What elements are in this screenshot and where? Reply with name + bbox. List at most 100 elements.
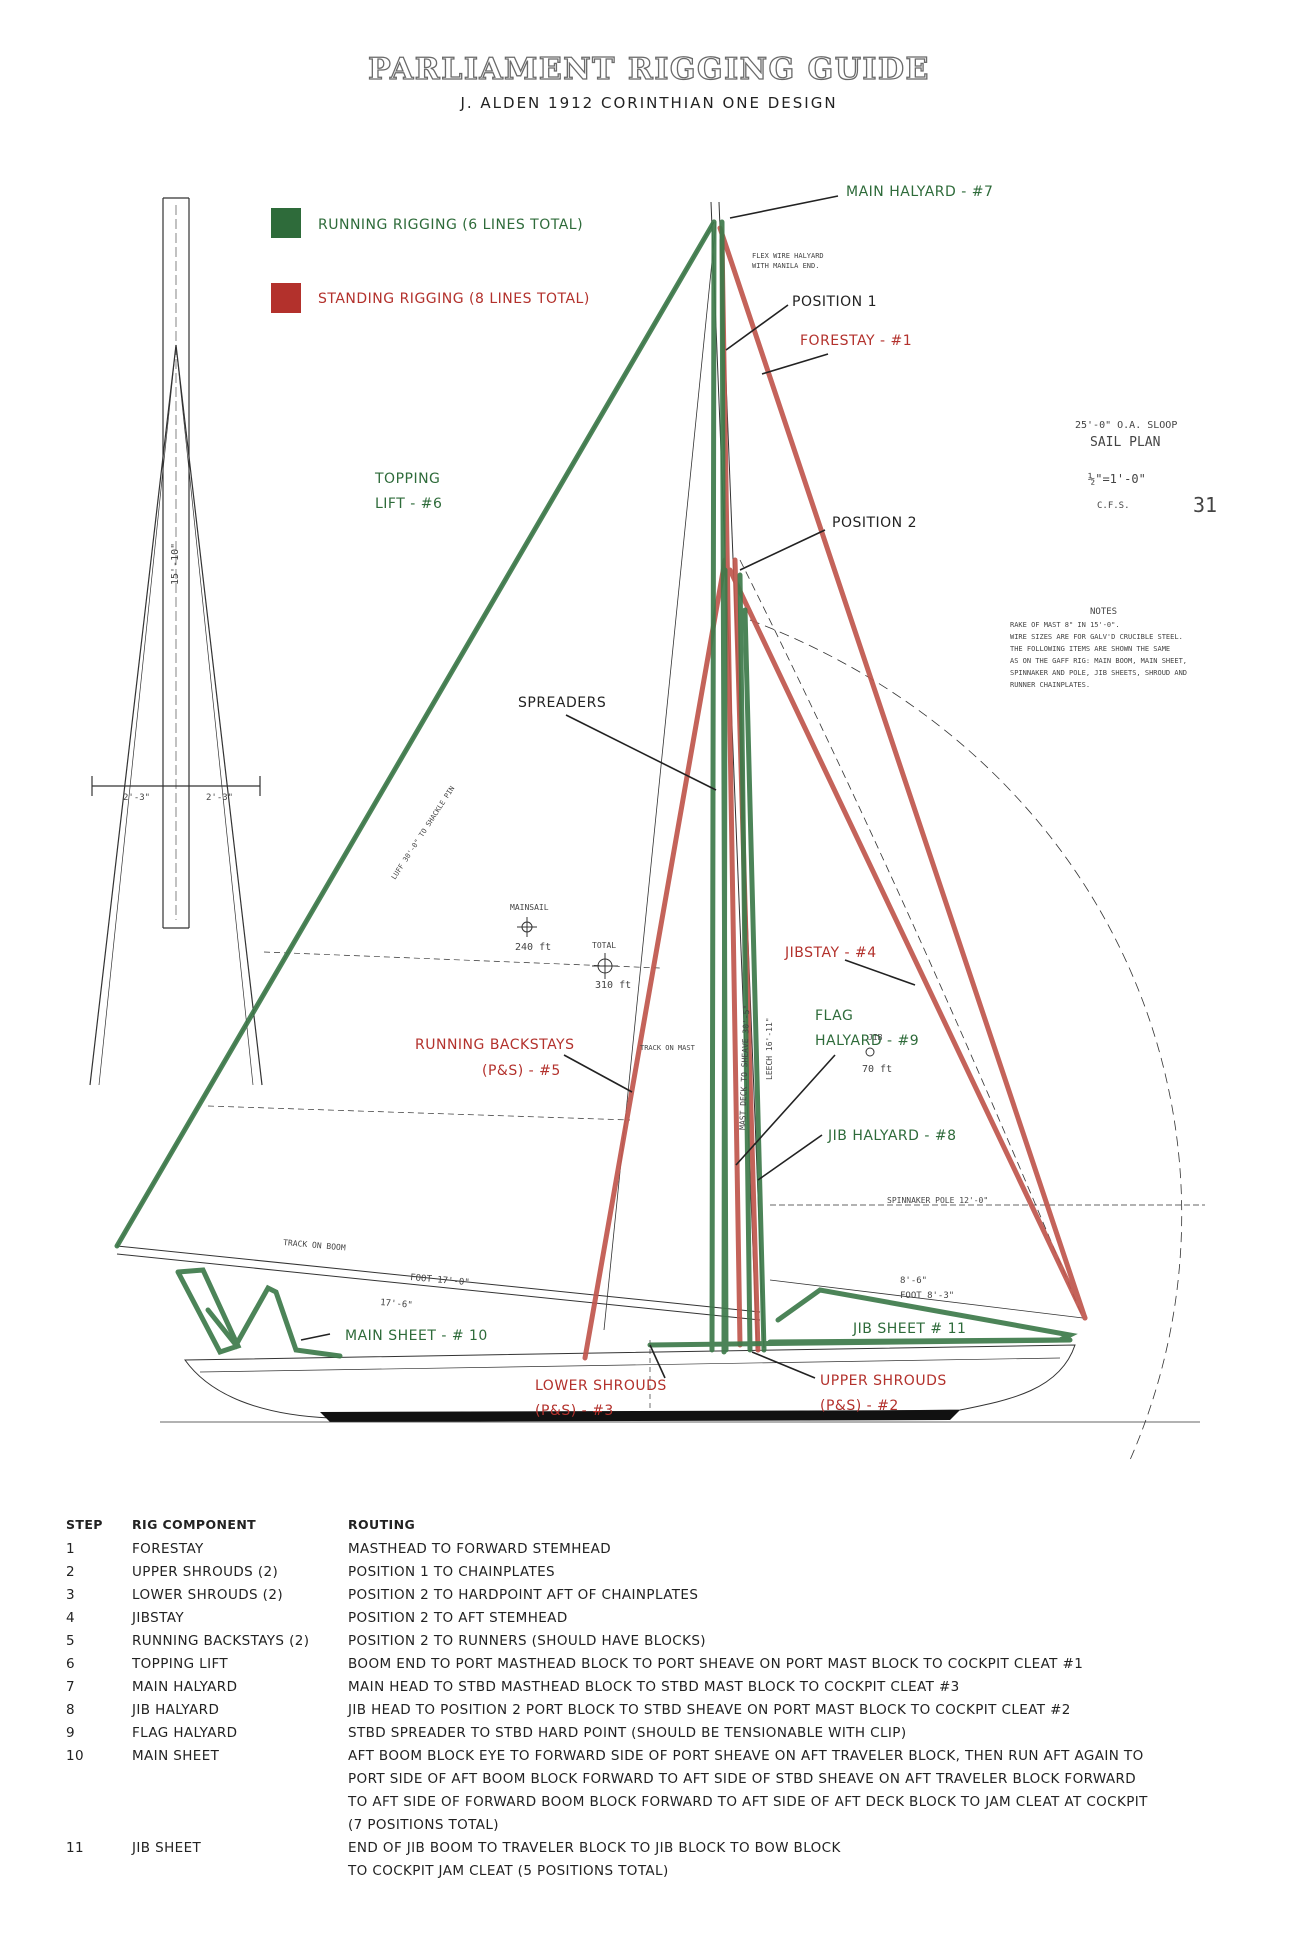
routing-cell: MAIN HEAD TO STBD MASTHEAD BLOCK TO STBD…: [348, 1676, 1246, 1699]
routing-line: PORT SIDE OF AFT BOOM BLOCK FORWARD TO A…: [348, 1771, 1137, 1787]
component-cell: JIB SHEET: [132, 1840, 202, 1856]
plan-note-cfs: C.F.S.: [1097, 501, 1130, 511]
masthead-note-1: FLEX WIRE HALYARD: [752, 252, 824, 260]
routing-line: POSITION 1 TO CHAINPLATES: [348, 1564, 556, 1580]
main-sheet-line: [205, 1284, 343, 1359]
plan-note-sloop: 25'-0" O.A. SLOOP: [1075, 420, 1177, 431]
step-cell: 11: [66, 1840, 84, 1856]
table-row: 2 UPPER SHROUDS (2) POSITION 1 TO CHAINP…: [66, 1561, 1246, 1584]
masthead-note-2: WITH MANILA END.: [752, 262, 819, 270]
step-cell: 9: [66, 1725, 75, 1741]
routing-cell: POSITION 2 TO RUNNERS (SHOULD HAVE BLOCK…: [348, 1630, 1246, 1653]
table-row: 7 MAIN HALYARD MAIN HEAD TO STBD MASTHEA…: [66, 1676, 1246, 1699]
table-header-component: RIG COMPONENT: [132, 1517, 257, 1532]
callout-main-sheet: MAIN SHEET - # 10: [345, 1328, 488, 1344]
routing-cell: MASTHEAD TO FORWARD STEMHEAD: [348, 1538, 1246, 1561]
running-backstay-line: [582, 557, 728, 1361]
table-header-routing: ROUTING: [348, 1517, 416, 1532]
sail-plan-diagram: 15'-10" 2'-3" 2'-3" RUNNING RIGGING (6 L…: [89, 184, 1217, 1461]
running-rigging-legend: RUNNING RIGGING (6 LINES TOTAL): [318, 217, 583, 233]
plan-notes-line: SPINNAKER AND POLE, JIB SHEETS, SHROUD A…: [1010, 669, 1187, 677]
callout-topping-lift-1: TOPPING: [374, 471, 440, 487]
spreader-left-dimension: 2'-3": [123, 793, 150, 803]
table-row: 8 JIB HALYARD JIB HEAD TO POSITION 2 POR…: [66, 1699, 1246, 1722]
mainsail-label: MAINSAIL: [510, 903, 549, 912]
plan-note-sail-plan: SAIL PLAN: [1090, 435, 1160, 450]
jib-halyard-lower: [742, 607, 767, 1353]
track-on-boom-note: TRACK ON BOOM: [283, 1238, 346, 1252]
running-rigging-swatch: [271, 208, 301, 238]
component-cell: JIB HALYARD: [132, 1702, 220, 1718]
routing-cell: END OF JIB BOOM TO TRAVELER BLOCK TO JIB…: [348, 1837, 1246, 1883]
jib-sheet-deck: [647, 1337, 1073, 1348]
step-cell: 8: [66, 1702, 75, 1718]
routing-cell: AFT BOOM BLOCK EYE TO FORWARD SIDE OF PO…: [348, 1745, 1246, 1837]
routing-cell: POSITION 2 TO AFT STEMHEAD: [348, 1607, 1246, 1630]
component-cell: FORESTAY: [132, 1541, 204, 1557]
routing-cell: JIB HEAD TO POSITION 2 PORT BLOCK TO STB…: [348, 1699, 1246, 1722]
routing-cell: STBD SPREADER TO STBD HARD POINT (SHOULD…: [348, 1722, 1246, 1745]
plan-note-sheet-number: 31: [1193, 493, 1217, 517]
routing-line: POSITION 2 TO RUNNERS (SHOULD HAVE BLOCK…: [348, 1633, 706, 1649]
component-cell: RUNNING BACKSTAYS (2): [132, 1633, 310, 1649]
callout-spreaders: SPREADERS: [518, 695, 606, 711]
boom-foot-dimension-2: 17'-6": [380, 1298, 413, 1311]
jibstay-line: [727, 567, 1088, 1321]
table-header-row: STEP RIG COMPONENT ROUTING: [66, 1513, 1246, 1536]
routing-line: BOOM END TO PORT MASTHEAD BLOCK TO PORT …: [348, 1656, 1084, 1672]
step-cell: 7: [66, 1679, 75, 1695]
component-cell: UPPER SHROUDS (2): [132, 1564, 279, 1580]
sail-plan-ink-drawing: [116, 201, 1205, 1461]
routing-cell: BOOM END TO PORT MASTHEAD BLOCK TO PORT …: [348, 1653, 1246, 1676]
table-row: 4 JIBSTAY POSITION 2 TO AFT STEMHEAD: [66, 1607, 1246, 1630]
plan-notes-line: RUNNER CHAINPLATES.: [1010, 681, 1090, 689]
step-cell: 6: [66, 1656, 75, 1672]
component-cell: MAIN HALYARD: [132, 1679, 238, 1695]
routing-line: POSITION 2 TO HARDPOINT AFT OF CHAINPLAT…: [348, 1587, 699, 1603]
routing-cell: POSITION 2 TO HARDPOINT AFT OF CHAINPLAT…: [348, 1584, 1246, 1607]
callout-lower-shrouds-1: LOWER SHROUDS: [535, 1378, 667, 1394]
callout-flag-halyard-2: HALYARD - #9: [815, 1033, 919, 1049]
jib-foot-dimension: FOOT 8'-3": [900, 1291, 954, 1301]
component-cell: FLAG HALYARD: [132, 1725, 238, 1741]
total-area: 310 ft: [595, 980, 631, 991]
plan-notes-line: THE FOLLOWING ITEMS ARE SHOWN THE SAME: [1010, 645, 1170, 653]
routing-line: STBD SPREADER TO STBD HARD POINT (SHOULD…: [348, 1725, 907, 1741]
component-cell: LOWER SHROUDS (2): [132, 1587, 284, 1603]
jib-foot-dimension-2: 8'-6": [900, 1276, 927, 1286]
leech-note: LEECH 16'-11": [765, 1017, 774, 1080]
mast-height-dimension: 15'-10": [170, 543, 181, 585]
component-cell: TOPPING LIFT: [132, 1656, 229, 1672]
standing-rigging-swatch: [271, 283, 301, 313]
plan-note-scale: ½"=1'-0": [1088, 472, 1146, 486]
table-row: 1 FORESTAY MASTHEAD TO FORWARD STEMHEAD: [66, 1538, 1246, 1561]
table-row: 11 JIB SHEET END OF JIB BOOM TO TRAVELER…: [66, 1837, 1246, 1883]
mainsail-area: 240 ft: [515, 942, 551, 953]
callout-flag-halyard-1: FLAG: [815, 1008, 853, 1024]
callout-jib-sheet: JIB SHEET # 11: [852, 1321, 966, 1337]
spreader-right-dimension: 2'-3": [206, 793, 233, 803]
routing-line: END OF JIB BOOM TO TRAVELER BLOCK TO JIB…: [348, 1840, 841, 1856]
table-row: 9 FLAG HALYARD STBD SPREADER TO STBD HAR…: [66, 1722, 1246, 1745]
total-label: TOTAL: [592, 941, 616, 950]
table-row: 3 LOWER SHROUDS (2) POSITION 2 TO HARDPO…: [66, 1584, 1246, 1607]
mainsail-luff-note: LUFF 30'-0" TO SHACKLE PIN: [390, 785, 456, 881]
callout-upper-shrouds-1: UPPER SHROUDS: [820, 1373, 947, 1389]
flag-halyard-line: [737, 572, 753, 1353]
spinnaker-pole-note: SPINNAKER POLE 12'-0": [887, 1196, 988, 1205]
table-row: 10 MAIN SHEET AFT BOOM BLOCK EYE TO FORW…: [66, 1745, 1246, 1837]
main-halyard-line: [709, 219, 717, 1353]
callout-jibstay: JIBSTAY - #4: [784, 945, 877, 961]
jib-label: JIB: [868, 1033, 883, 1042]
routing-line: AFT BOOM BLOCK EYE TO FORWARD SIDE OF PO…: [348, 1748, 1144, 1764]
routing-line: TO AFT SIDE OF FORWARD BOOM BLOCK FORWAR…: [348, 1794, 1148, 1810]
routing-line: TO COCKPIT JAM CLEAT (5 POSITIONS TOTAL): [348, 1863, 669, 1879]
routing-line: MASTHEAD TO FORWARD STEMHEAD: [348, 1541, 612, 1557]
track-on-mast-note: TRACK ON MAST: [640, 1044, 696, 1052]
step-cell: 5: [66, 1633, 75, 1649]
plan-notes-line: RAKE OF MAST 8" IN 15'-0".: [1010, 621, 1120, 629]
page-title: PARLIAMENT RIGGING GUIDE: [368, 51, 930, 87]
component-cell: MAIN SHEET: [132, 1748, 220, 1764]
jib-halyard-line: [721, 567, 728, 1355]
standing-rigging-lines: [582, 225, 1088, 1361]
